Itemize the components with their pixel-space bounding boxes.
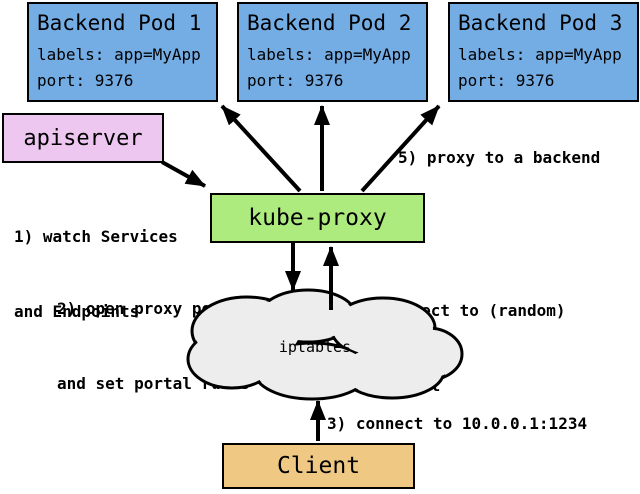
step2-open-proxy-port-label: 2) open proxy port and set portal rules <box>57 246 250 446</box>
backend-pod-3-port: port: 9376 <box>458 71 555 90</box>
step4-line2: proxy port <box>344 376 441 395</box>
backend-pod-1-title: Backend Pod 1 <box>37 11 202 35</box>
step4-line1: 4) redirect to (random) <box>344 301 566 320</box>
backend-pod-2-title: Backend Pod 2 <box>247 11 412 35</box>
iptables-label: iptables <box>278 338 352 356</box>
step2-line2: and set portal rules <box>57 374 250 393</box>
backend-pod-2-port: port: 9376 <box>247 71 344 90</box>
step1-line1: 1) watch Services <box>14 227 178 246</box>
step1-watch-services-label: 1) watch Services and Endpoints <box>14 174 178 374</box>
apiserver-label: apiserver <box>23 125 143 151</box>
backend-pod-2-labels: labels: app=MyApp <box>247 45 411 64</box>
backend-pod-3-labels: labels: app=MyApp <box>458 45 622 64</box>
backend-pod-2-box: Backend Pod 2 labels: app=MyApp port: 93… <box>237 2 428 102</box>
apiserver-box: apiserver <box>2 113 164 163</box>
step5-proxy-backend-label: 5) proxy to a backend <box>398 148 601 167</box>
kube-proxy-box: kube-proxy <box>210 193 425 243</box>
backend-pod-1-labels: labels: app=MyApp <box>37 45 201 64</box>
client-label: Client <box>276 453 361 479</box>
backend-pod-1-box: Backend Pod 1 labels: app=MyApp port: 93… <box>27 2 218 102</box>
backend-pod-3-title: Backend Pod 3 <box>458 11 623 35</box>
step1-line2: and Endpoints <box>14 302 140 321</box>
backend-pod-3-box: Backend Pod 3 labels: app=MyApp port: 93… <box>448 2 639 102</box>
backend-pod-1-port: port: 9376 <box>37 71 134 90</box>
step3-connect-label: 3) connect to 10.0.0.1:1234 <box>327 414 588 433</box>
step4-redirect-label: 4) redirect to (random) proxy port <box>344 248 566 448</box>
client-box: Client <box>222 443 415 489</box>
kube-proxy-label: kube-proxy <box>248 205 387 231</box>
step2-line1: 2) open proxy port <box>57 299 231 318</box>
arrow-kubeproxy-to-pod1 <box>220 104 302 193</box>
